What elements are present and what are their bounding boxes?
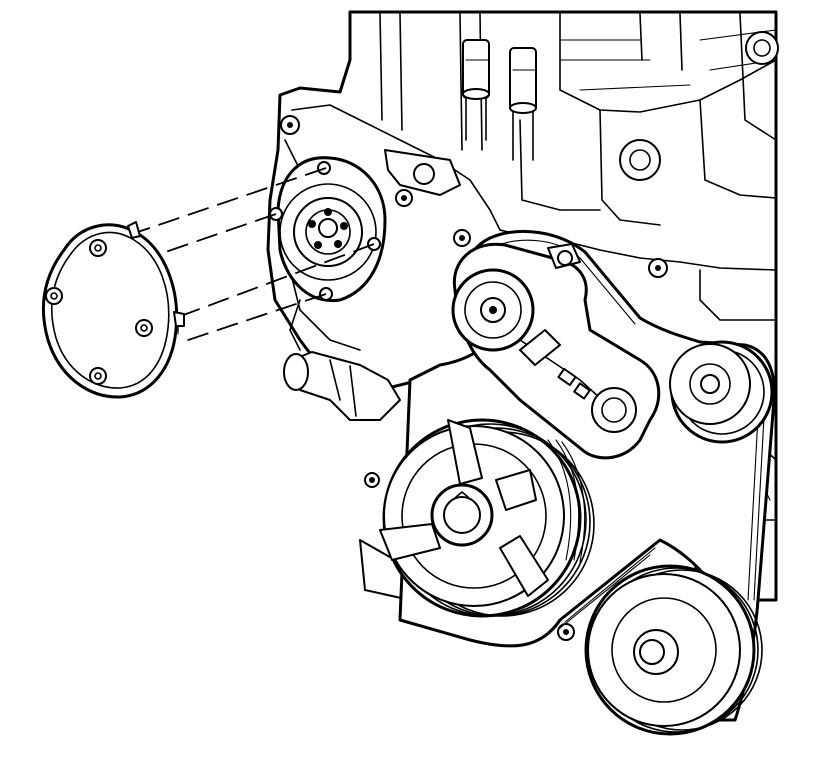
assembly-alignment-lines — [131, 167, 375, 343]
belt-tensioner — [451, 242, 661, 460]
power-steering-pulley — [584, 564, 763, 736]
water-pump-cover — [41, 221, 185, 399]
crankshaft-balancer — [379, 418, 595, 618]
coolant-pipe — [283, 351, 401, 421]
water-pump-pulley-mount — [269, 156, 387, 351]
ignition-coil-assembly — [462, 39, 537, 161]
idler-pulley — [669, 340, 774, 444]
